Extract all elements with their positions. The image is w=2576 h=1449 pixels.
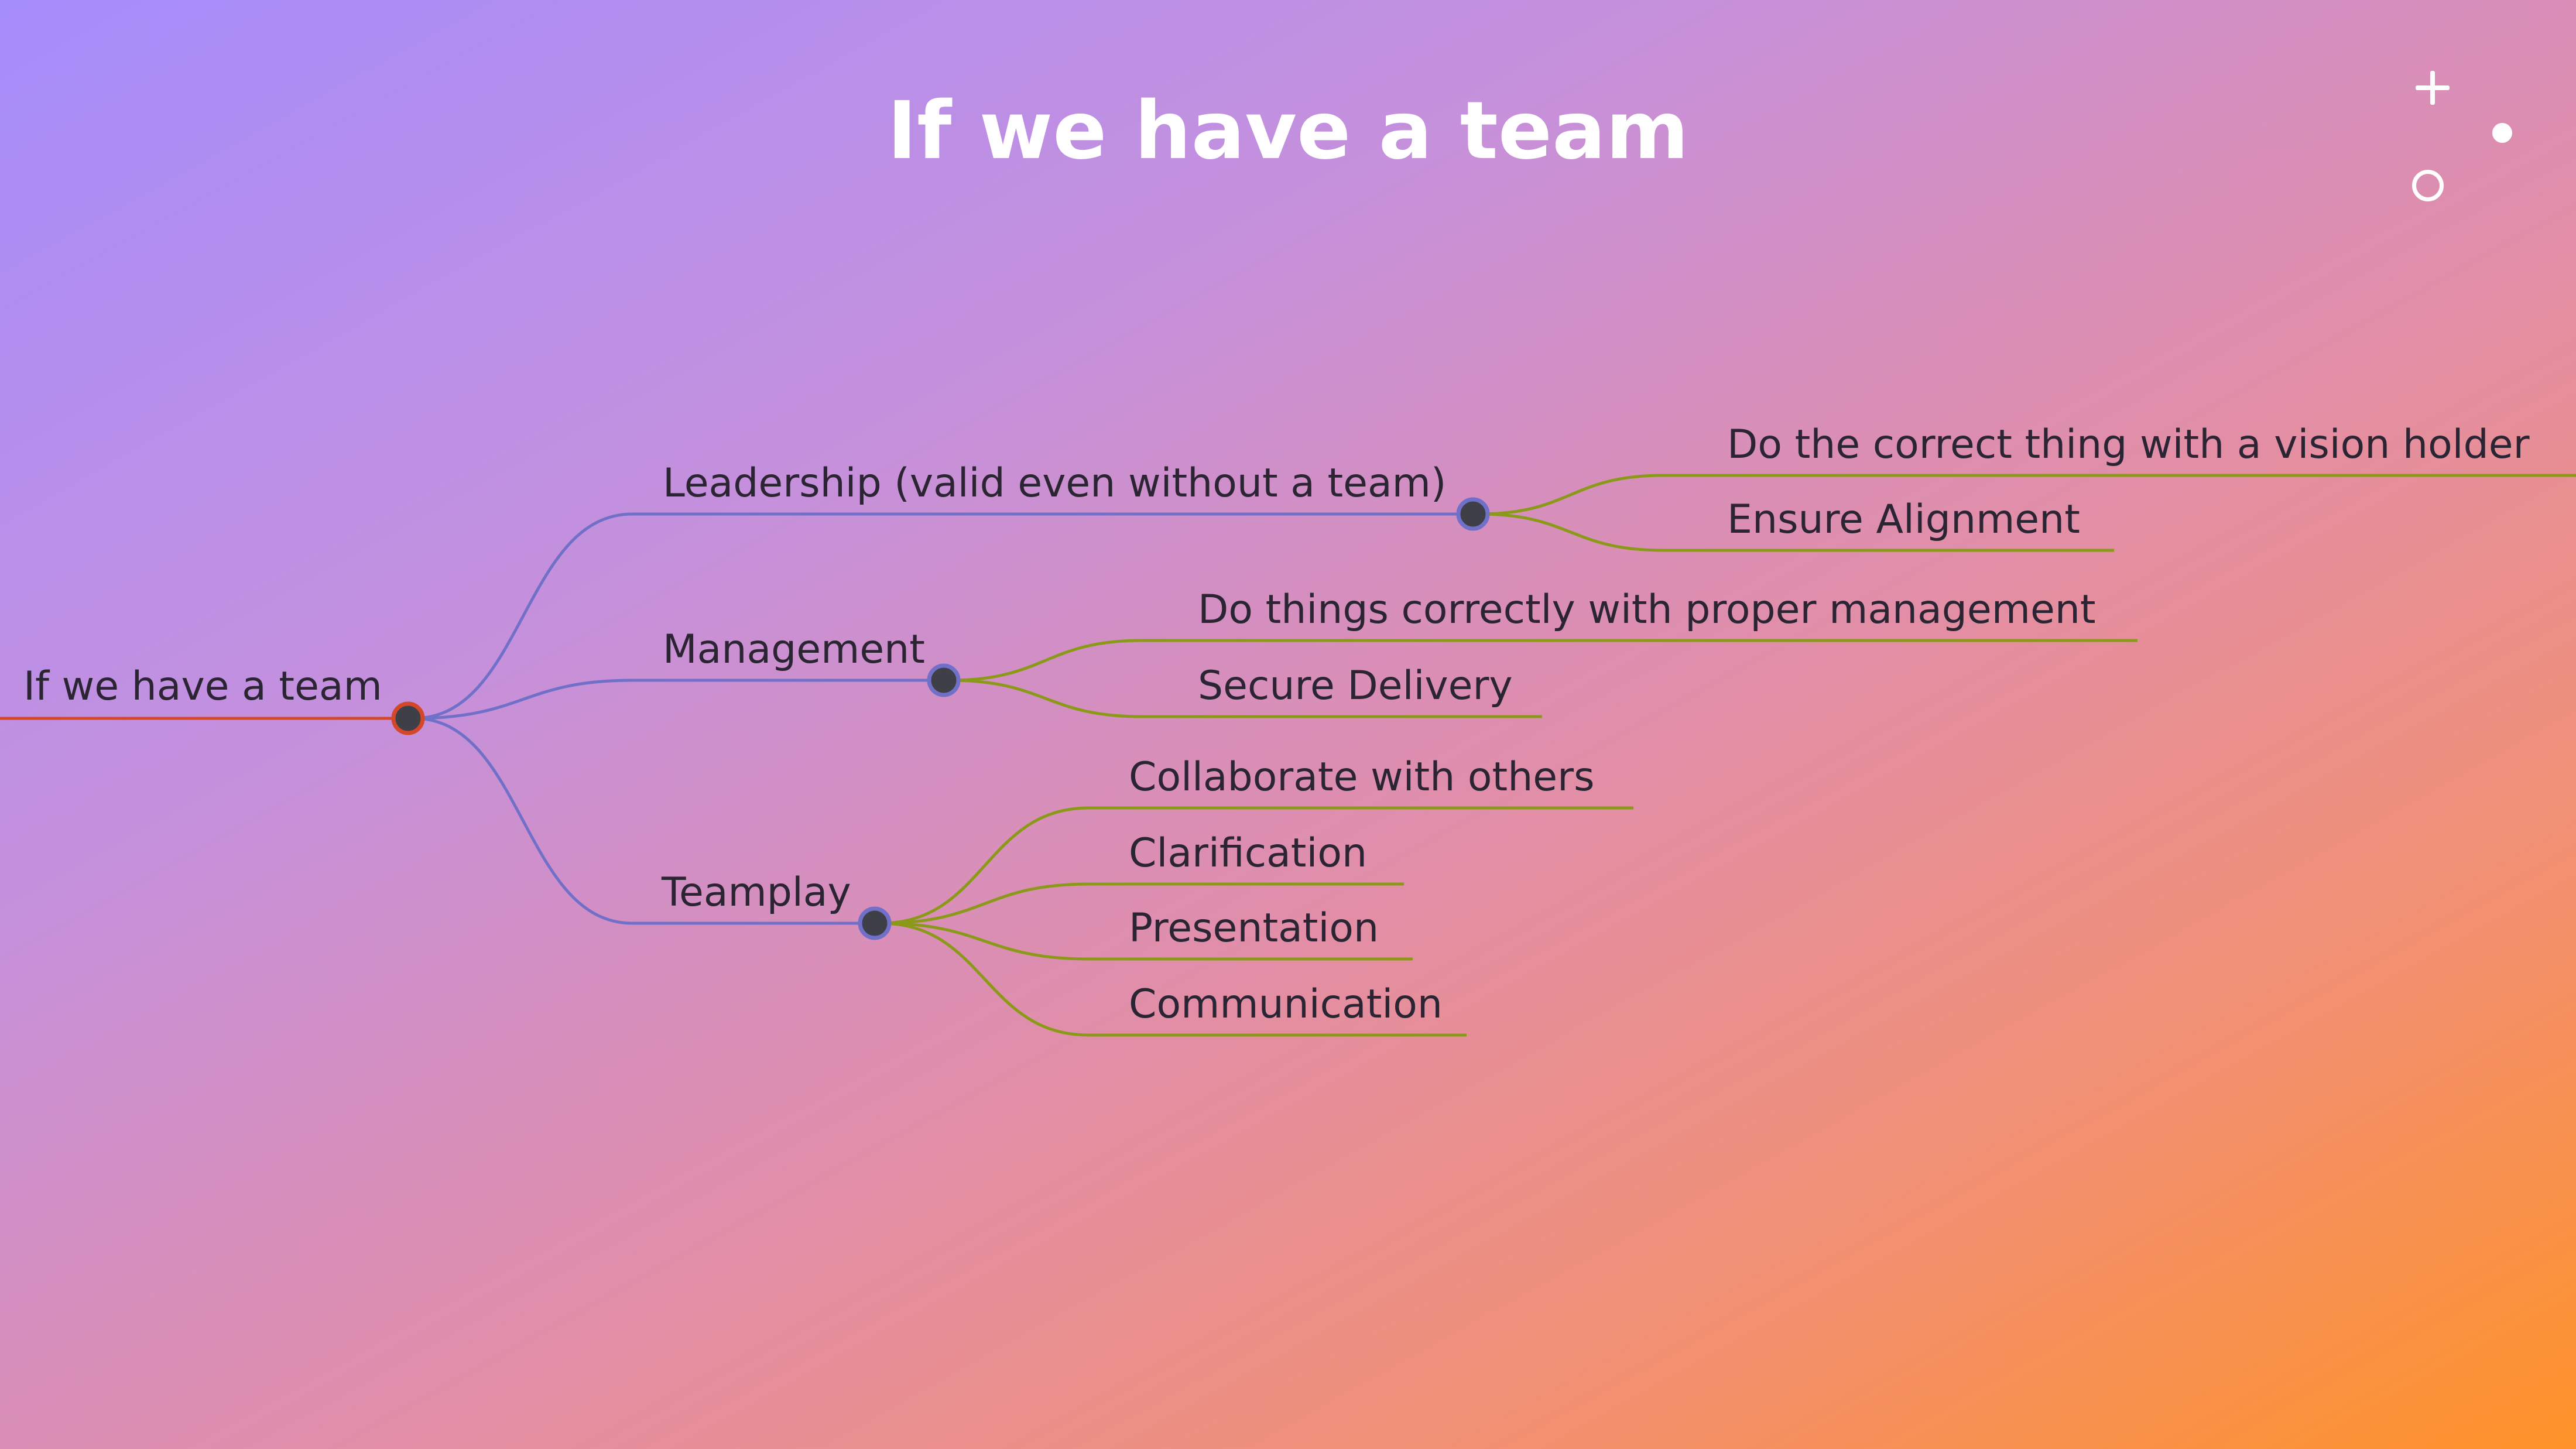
root-node-label: If we have a team [23,663,382,710]
leaf-label: Communication [1129,981,1443,1027]
leaf-label: Do things correctly with proper manageme… [1198,587,2096,633]
leaf-connector [880,806,1090,925]
mind-map-labels: If we have a team Leadership (valid even … [23,422,2530,1027]
branch-connector-teamplay [413,717,633,925]
branch-connector-management [413,679,633,720]
leaf-connector [949,639,1142,682]
leaf-connector [880,922,1090,961]
leaf-connector [880,882,1090,925]
mind-map-nodes [391,497,1490,940]
branch-knob-management[interactable] [927,663,961,697]
leaf-label: Secure Delivery [1198,663,1513,709]
branch-label-management: Management [663,626,925,673]
branch-label-leadership: Leadership (valid even without a team) [663,460,1446,506]
plus-icon [2412,67,2453,108]
leaf-label: Ensure Alignment [1727,496,2080,543]
leaf-label: Presentation [1129,905,1379,951]
slide-title: If we have a team [887,85,1689,177]
leaf-connector [949,679,1142,718]
leaf-label: Collaborate with others [1129,754,1595,800]
leaf-connector [880,922,1090,1037]
branch-connector-leadership [413,512,633,720]
branch-knob-leadership[interactable] [1456,497,1490,531]
ring-icon [2412,170,2444,201]
leaf-connector [1478,474,1663,516]
dot-icon [2492,123,2512,143]
root-node-knob[interactable] [391,701,425,735]
mind-map-edges [0,474,2576,1037]
leaf-label: Do the correct thing with a vision holde… [1727,422,2530,468]
leaf-connector [1478,512,1663,552]
branch-label-teamplay: Teamplay [661,869,851,916]
leaf-label: Clarification [1129,830,1367,876]
branch-knob-teamplay[interactable] [858,906,892,940]
